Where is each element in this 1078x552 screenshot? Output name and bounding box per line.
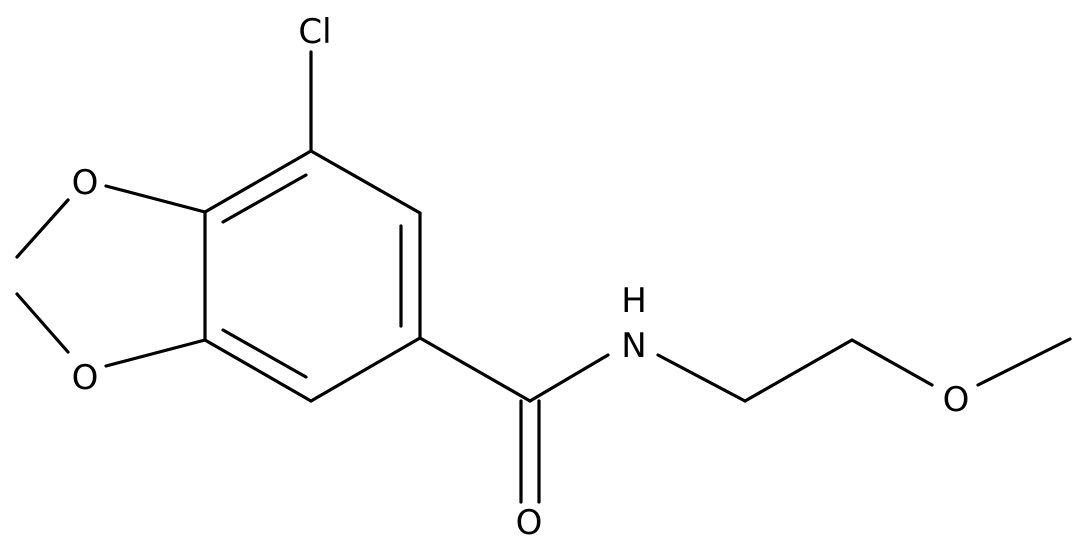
atom-labels: Cl O O H N O O — [72, 12, 970, 543]
bond-c7-c7a-inner — [221, 173, 308, 224]
oxygen-ring-bottom-label: O — [72, 358, 99, 398]
bond-ch2-o — [850, 338, 934, 387]
bond-c3a-o3 — [104, 338, 207, 368]
bond-n-ch2 — [656, 353, 747, 403]
bond-o-ch3 — [976, 337, 1072, 387]
bond-ch2-ch2 — [743, 338, 854, 403]
bond-c7-c6 — [309, 149, 422, 215]
hydrogen-label: H — [621, 281, 647, 321]
bond-c7a-o1 — [104, 184, 207, 214]
oxygen-carbonyl-label: O — [516, 503, 543, 543]
bond-c2-o3 — [15, 292, 70, 354]
bonds — [15, 50, 1072, 504]
oxygen-ring-top-label: O — [72, 163, 99, 203]
bond-c7-c7a — [203, 149, 313, 214]
bond-o1-c2 — [15, 198, 70, 259]
oxygen-ether-label: O — [943, 380, 970, 420]
bond-carbonyl-n — [528, 353, 610, 403]
bond-c5-carbonyl — [418, 336, 532, 403]
bond-c5-c4 — [309, 336, 422, 403]
nitrogen-label: N — [621, 326, 646, 366]
bond-c4-c3a — [203, 338, 313, 403]
bond-c4-c3a-inner — [221, 328, 308, 379]
chlorine-label: Cl — [298, 12, 331, 52]
